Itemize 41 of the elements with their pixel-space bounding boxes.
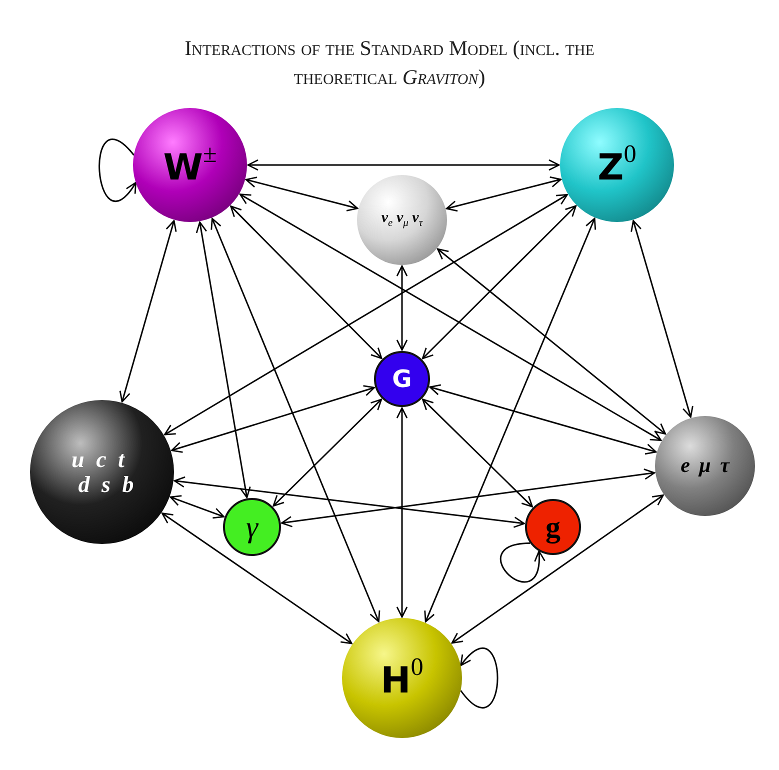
- particle-symbol: W$^{±}$: [163, 141, 217, 189]
- double-arrow: [422, 398, 533, 508]
- particle-symbol: g: [546, 510, 560, 544]
- self-loop-arrow: [500, 542, 544, 583]
- particle-circle: [223, 498, 281, 556]
- particle-circle: [525, 499, 581, 555]
- particle-symbol: γ: [246, 510, 258, 544]
- particle-symbol: Z$^{0}$: [598, 141, 636, 189]
- double-arrow: [247, 159, 560, 171]
- double-arrow: [230, 206, 382, 360]
- self-loop-arrow: [460, 648, 498, 708]
- particle-circle: [374, 351, 430, 407]
- double-arrow: [171, 385, 375, 453]
- particle-symbol: ν$_{e}$ ν$_{μ}$ ν$_{τ}$: [381, 210, 423, 230]
- particle-symbol: e μ τ: [680, 454, 730, 478]
- particle-symbol: d s b: [78, 472, 134, 498]
- diagram-title: Interactions of the Standard Model (incl. the theoretical Graviton): [184, 35, 596, 91]
- double-arrow: [196, 222, 251, 498]
- self-loop-arrow: [98, 138, 136, 202]
- double-arrow: [396, 407, 408, 618]
- double-arrow: [174, 476, 525, 528]
- double-arrow: [396, 265, 408, 351]
- double-arrow: [422, 205, 577, 360]
- double-arrow: [451, 494, 664, 644]
- double-arrow: [630, 220, 694, 418]
- particle-symbol: u c t: [72, 446, 124, 472]
- double-arrow: [119, 220, 177, 402]
- double-arrow: [281, 468, 656, 528]
- double-arrow: [424, 218, 596, 622]
- particle-symbol: H$^{0}$: [380, 654, 424, 702]
- particle-symbol: G: [392, 366, 412, 392]
- double-arrow: [437, 248, 666, 435]
- double-arrow: [164, 194, 568, 436]
- double-arrow: [272, 398, 382, 507]
- double-arrow: [210, 218, 380, 622]
- double-arrow: [429, 384, 657, 455]
- double-arrow: [170, 495, 224, 519]
- double-arrow: [446, 176, 562, 212]
- double-arrow: [239, 194, 662, 441]
- double-arrow: [245, 176, 358, 212]
- double-arrow: [162, 512, 352, 644]
